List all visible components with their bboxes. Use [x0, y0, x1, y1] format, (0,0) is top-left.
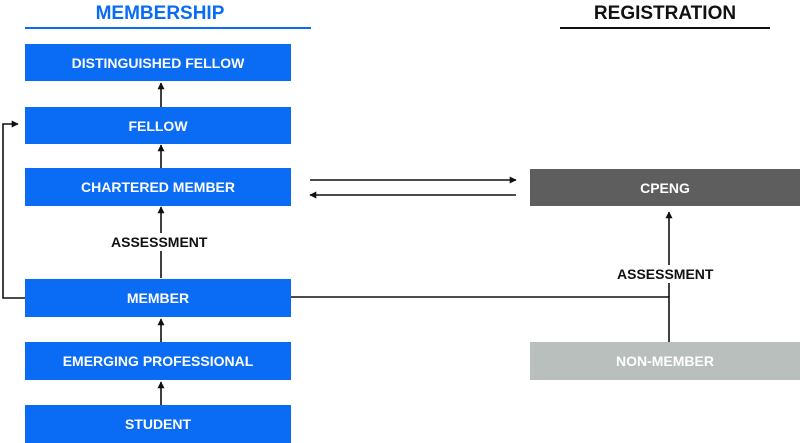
student-box: STUDENT: [25, 405, 291, 443]
registration-heading: REGISTRATION: [593, 3, 737, 24]
emerging-professional-box: EMERGING PROFESSIONAL: [25, 342, 291, 380]
member-box: MEMBER: [25, 279, 291, 317]
membership-heading-underline: [25, 27, 311, 29]
membership-heading: MEMBERSHIP: [95, 3, 225, 24]
cpeng-box: CPENG: [530, 169, 800, 206]
arrow-member-to-fellow-bypass: [2, 120, 25, 299]
line-member-to-registration: [291, 296, 670, 342]
registration-heading-underline: [560, 27, 770, 29]
distinguished-fellow-box: DISTINGUISHED FELLOW: [25, 44, 291, 81]
assessment-label-membership: ASSESSMENT: [108, 233, 211, 251]
non-member-box: NON-MEMBER: [530, 342, 800, 380]
fellow-box: FELLOW: [25, 107, 291, 144]
assessment-label-registration: ASSESSMENT: [614, 265, 717, 283]
chartered-member-box: CHARTERED MEMBER: [25, 168, 291, 206]
